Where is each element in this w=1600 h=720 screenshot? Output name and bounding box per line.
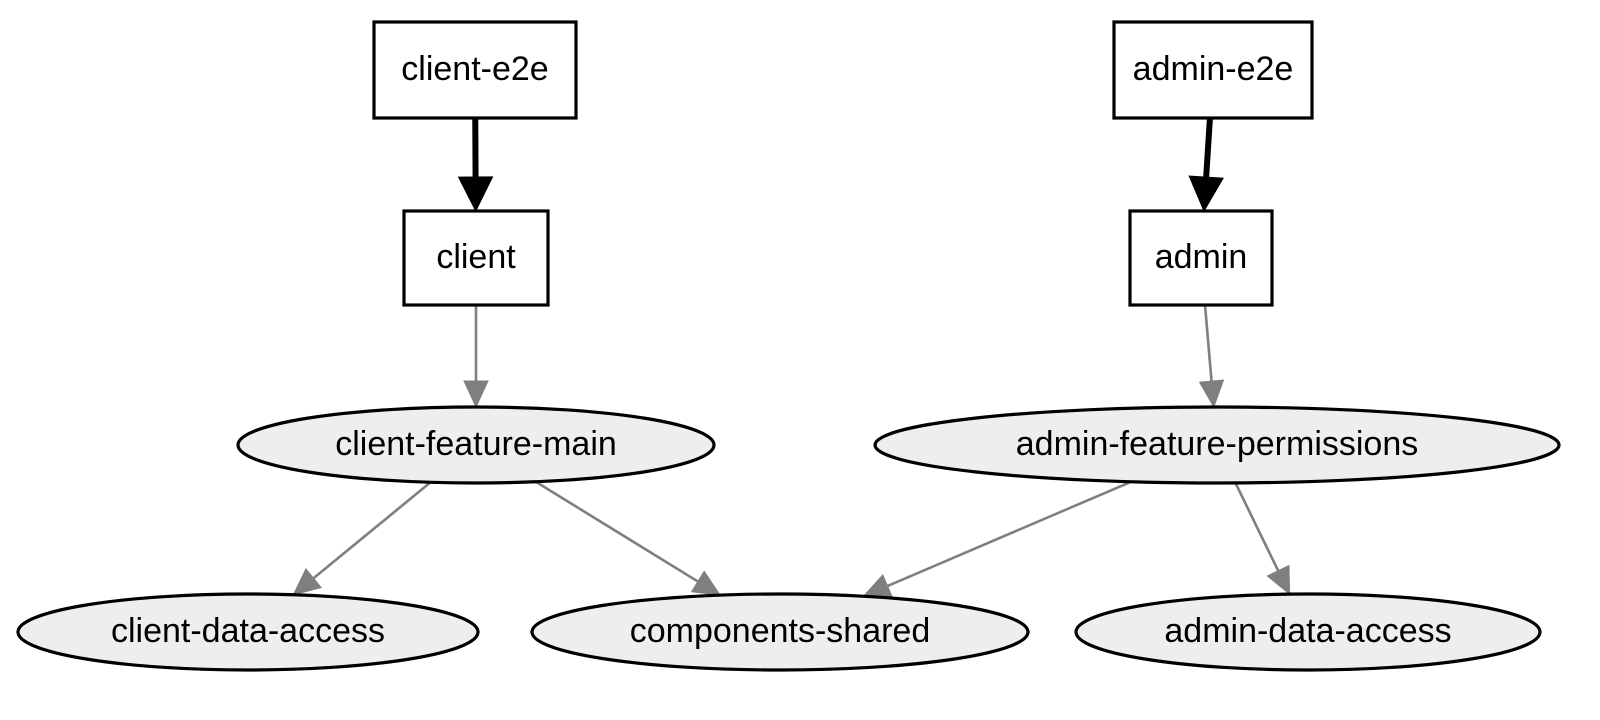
node-admin-feature-permissions[interactable]: admin-feature-permissions	[873, 405, 1561, 485]
edge-arrowhead	[1188, 175, 1224, 213]
edge-admin-to-admin-feature-permissions	[1198, 304, 1225, 409]
edge-arrowhead	[1198, 379, 1225, 409]
node-rect-shape[interactable]	[1112, 20, 1314, 120]
edge-client-feature-main-to-components-shared	[535, 480, 722, 596]
node-admin[interactable]: admin	[1128, 209, 1274, 307]
edge-client-e2e-to-client	[457, 117, 494, 213]
node-label: client	[436, 238, 516, 276]
node-label: components-shared	[630, 612, 931, 650]
edge-line	[1203, 117, 1213, 180]
edge-arrowhead	[862, 574, 893, 598]
edge-client-feature-main-to-client-data-access	[292, 481, 432, 596]
edge-arrowhead	[457, 176, 494, 213]
edge-line	[885, 480, 1132, 588]
edge-line	[311, 481, 432, 581]
nodes-layer: client-e2e client admin-e2e admin client-fea…	[16, 20, 1561, 672]
node-client[interactable]: client	[402, 209, 550, 307]
node-client-data-access[interactable]: client-data-access	[16, 592, 480, 672]
node-label: client-data-access	[111, 612, 385, 650]
edge-arrowhead	[1266, 564, 1291, 596]
edge-admin-e2e-to-admin	[1188, 117, 1224, 213]
node-label: admin-data-access	[1164, 612, 1451, 650]
node-admin-data-access[interactable]: admin-data-access	[1074, 592, 1542, 672]
node-ellipse-shape[interactable]	[873, 405, 1561, 485]
edge-admin-feature-permissions-to-components-shared	[862, 480, 1132, 598]
node-label: client-e2e	[401, 50, 548, 88]
edge-line	[1234, 482, 1281, 574]
node-client-feature-main[interactable]: client-feature-main	[236, 405, 716, 485]
node-rect-shape[interactable]	[372, 20, 578, 120]
node-ellipse-shape[interactable]	[236, 405, 716, 485]
node-label: admin-e2e	[1133, 50, 1294, 88]
node-components-shared[interactable]: components-shared	[530, 592, 1030, 672]
node-ellipse-shape[interactable]	[530, 592, 1030, 672]
node-label: admin-feature-permissions	[1016, 425, 1419, 463]
edge-arrowhead	[292, 568, 323, 596]
edge-arrowhead	[463, 380, 489, 409]
edge-client-to-client-feature-main	[463, 305, 489, 409]
node-rect-shape[interactable]	[402, 209, 550, 307]
edge-arrowhead	[690, 570, 722, 596]
node-client-e2e[interactable]: client-e2e	[372, 20, 578, 120]
node-ellipse-shape[interactable]	[1074, 592, 1542, 672]
node-label: admin	[1155, 238, 1248, 276]
node-rect-shape[interactable]	[1128, 209, 1274, 307]
edges-layer	[292, 117, 1291, 598]
node-label: client-feature-main	[335, 425, 617, 463]
node-ellipse-shape[interactable]	[16, 592, 480, 672]
node-admin-e2e[interactable]: admin-e2e	[1112, 20, 1314, 120]
edge-line	[535, 480, 701, 584]
edge-line	[1203, 304, 1213, 384]
edge-admin-feature-permissions-to-admin-data-access	[1234, 482, 1291, 596]
